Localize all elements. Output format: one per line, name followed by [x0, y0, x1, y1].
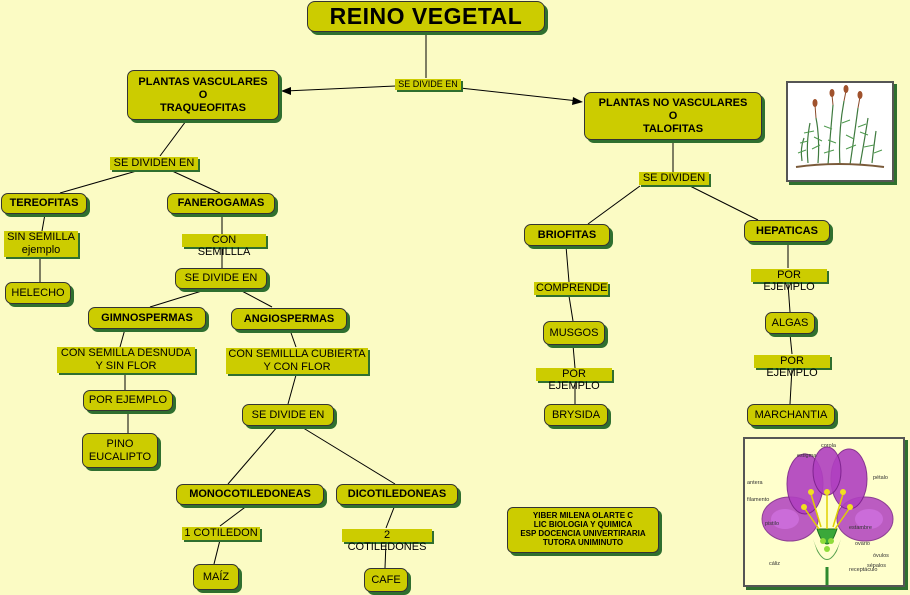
link-label-briofitas: COMPRENDE	[534, 282, 608, 295]
node-helecho: HELECHO	[5, 282, 71, 304]
link-label-no-vasculares: SE DIVIDEN	[639, 172, 709, 185]
author-credit: YIBER MILENA OLARTE C LIC BIOLOGIA Y QUI…	[507, 507, 659, 553]
link-label-vasculares: SE DIVIDEN EN	[110, 157, 198, 170]
node-monocotiledoneas: MONOCOTILEDONEAS	[176, 484, 324, 505]
node-maiz: MAÍZ	[193, 564, 239, 590]
node-por-ejemplo-gimnospermas: POR EJEMPLO	[83, 390, 173, 411]
link-label-hepaticas: POR EJEMPLO	[751, 269, 827, 293]
node-se-divide-en-fanerogamas: SE DIVIDE EN	[175, 268, 267, 289]
node-plantas-vasculares: PLANTAS VASCULARES O TRAQUEOFITAS	[127, 70, 279, 120]
node-fanerogamas: FANEROGAMAS	[167, 193, 275, 214]
node-cafe: CAFE	[364, 568, 408, 592]
node-brysida: BRYSIDA	[544, 404, 608, 426]
link-label-gimnospermas: CON SEMILLA DESNUDA Y SIN FLOR	[57, 347, 195, 373]
flower-label-ovules: óvulos	[873, 553, 889, 559]
node-briofitas: BRIOFITAS	[524, 224, 610, 246]
flower-label-corolla: corola	[821, 443, 837, 449]
node-angiospermas: ANGIOSPERMAS	[231, 308, 347, 330]
link-label-musgos: POR EJEMPLO	[536, 368, 612, 392]
flower-anatomy-image: estigma antera pistilo pétalo ovario óvu…	[743, 437, 905, 587]
node-algas: ALGAS	[765, 312, 815, 334]
node-plantas-no-vasculares: PLANTAS NO VASCULARES O TALOFITAS	[584, 92, 762, 140]
node-se-divide-en-angiospermas: SE DIVIDE EN	[242, 404, 334, 426]
node-hepaticas: HEPATICAS	[744, 220, 830, 242]
link-label-dicotiledoneas: 2 COTILEDONES	[342, 529, 432, 553]
moss-image	[786, 81, 894, 182]
link-label-monocotiledoneas: 1 COTILEDON	[182, 527, 260, 540]
link-label-angiospermas: CON SEMILLLA CUBIERTA Y CON FLOR	[226, 348, 368, 374]
node-marchantia: MARCHANTIA	[747, 404, 835, 426]
flower-label-anther: antera	[747, 480, 764, 486]
flower-label-pistil: pistilo	[765, 521, 779, 527]
flower-label-petal: pétalo	[873, 475, 888, 481]
flower-label-calyx: cáliz	[769, 561, 780, 567]
link-label-tereofitas: SIN SEMILLA ejemplo	[4, 231, 78, 257]
node-dicotiledoneas: DICOTILEDONEAS	[336, 484, 458, 505]
flower-label-filament: filamento	[747, 497, 769, 503]
flower-label-sepals: sépalos	[867, 563, 886, 569]
flower-label-stamen: estambre	[849, 525, 872, 531]
flower-label-receptacle: receptáculo	[849, 567, 877, 573]
link-label-fanerogamas: CON SEMILLLA	[182, 234, 266, 258]
node-musgos: MUSGOS	[543, 321, 605, 345]
node-tereofitas: TEREOFITAS	[1, 193, 87, 214]
flower-label-ovary: ovario	[855, 541, 870, 547]
page-title: REINO VEGETAL	[307, 1, 545, 32]
node-gimnospermas: GIMNOSPERMAS	[88, 307, 206, 329]
link-label-root: SE DIVIDE EN	[395, 79, 461, 90]
link-label-algas: POR EJEMPLO	[754, 355, 830, 379]
flower-label-stigma: estigma	[797, 453, 817, 459]
node-pino-eucalipto: PINO EUCALIPTO	[82, 433, 158, 468]
